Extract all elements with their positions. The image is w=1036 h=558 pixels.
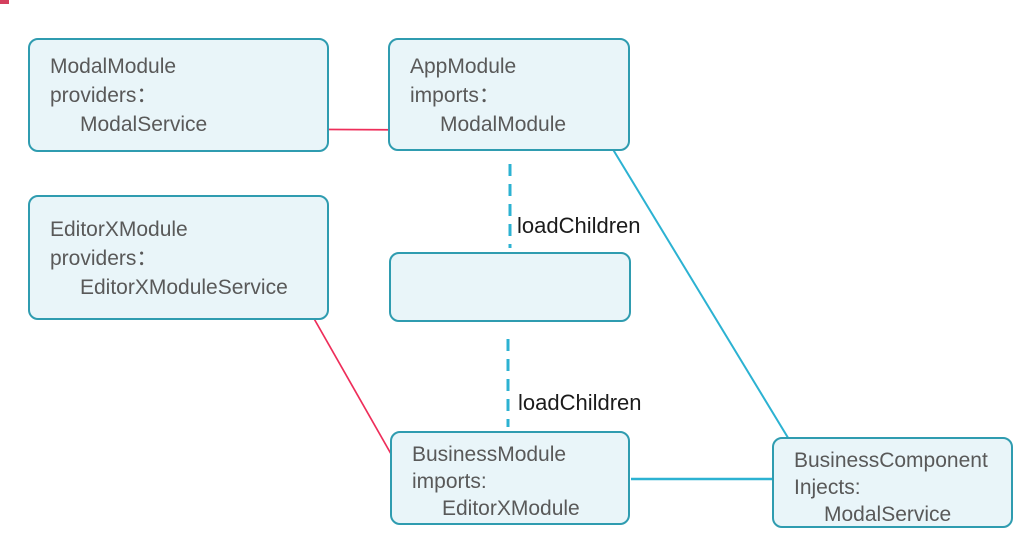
node-app-module: AppModule imports： ModalModule: [388, 38, 630, 151]
node-business-component: BusinessComponent Injects: ModalService: [772, 437, 1013, 528]
node-keyword: imports：: [410, 84, 500, 107]
node-title: EditorXModule: [50, 218, 188, 241]
node-business-module: BusinessModule imports: EditorXModule: [390, 431, 630, 525]
node-value: ModalModule: [440, 113, 567, 136]
node-value: EditorXModule: [442, 497, 580, 520]
node-keyword: providers：: [50, 247, 158, 270]
node-keyword: providers：: [50, 84, 158, 107]
node-lazy-placeholder: [389, 252, 631, 322]
node-keyword: imports:: [412, 470, 487, 493]
node-value: ModalService: [824, 503, 952, 526]
node-value: ModalService: [80, 113, 208, 136]
node-title: AppModule: [410, 55, 517, 78]
node-title: BusinessComponent: [794, 449, 988, 472]
red-corner-mark: [0, 0, 9, 4]
node-title: ModalModule: [50, 55, 177, 78]
node-editorx-module: EditorXModule providers： EditorXModuleSe…: [28, 195, 329, 320]
node-title: BusinessModule: [412, 443, 567, 466]
loadchildren-label-1: loadChildren: [517, 213, 641, 238]
node-keyword: Injects:: [794, 476, 861, 499]
loadchildren-label-2: loadChildren: [518, 390, 642, 415]
node-value: EditorXModuleService: [80, 276, 288, 299]
node-modal-module: ModalModule providers： ModalService: [28, 38, 329, 152]
